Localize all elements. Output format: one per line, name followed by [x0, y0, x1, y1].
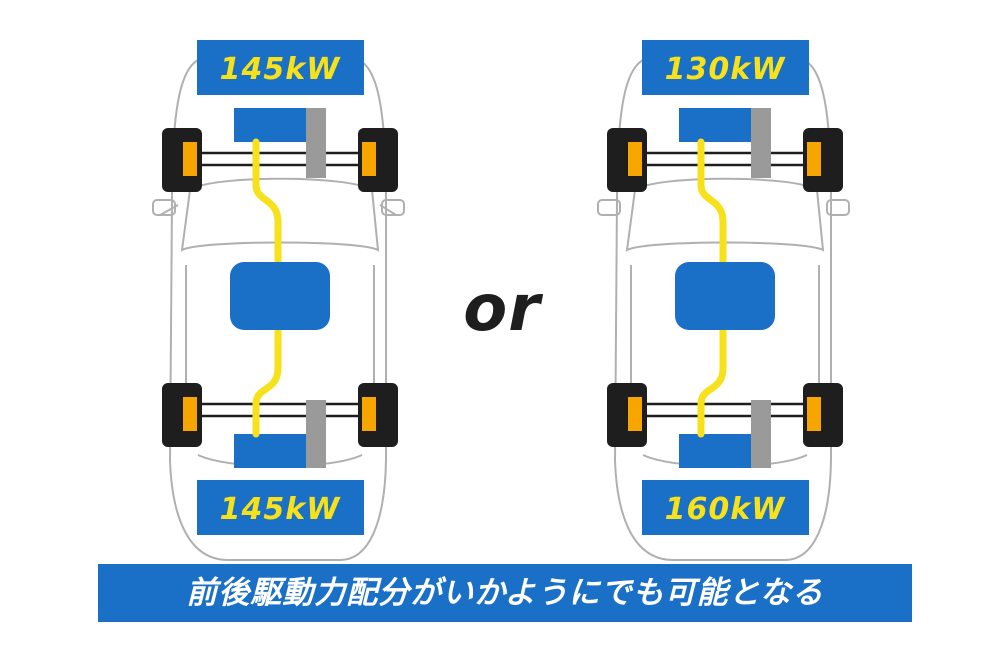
- left-rear-right-hub: [362, 397, 376, 431]
- right-front-right-hub: [807, 142, 821, 176]
- caption-text: 前後駆動力配分がいかようにでも可能となる: [186, 575, 824, 611]
- left-front-power-label: 145kW: [220, 52, 342, 87]
- left-rear-power-badge: [197, 480, 364, 535]
- left-rear-axle: [162, 383, 398, 468]
- right-rear-motor: [679, 434, 751, 468]
- right-front-motor: [679, 108, 751, 142]
- left-front-right-hub: [362, 142, 376, 176]
- right-rear-axle: [607, 383, 843, 468]
- left-battery: [230, 262, 330, 330]
- right-front-power-label: 130kW: [665, 52, 787, 87]
- left-rear-power-label: 145kW: [220, 492, 342, 527]
- left-front-left-hub: [183, 142, 197, 176]
- right-rear-power-label: 160kW: [665, 492, 787, 527]
- left-rear-left-hub: [183, 397, 197, 431]
- or-separator: or: [463, 272, 543, 346]
- left-vehicle: 145kW 145kW: [152, 40, 405, 561]
- right-rear-power-badge: [642, 480, 809, 535]
- right-front-axle: [607, 108, 843, 192]
- left-cable: [252, 138, 282, 438]
- left-front-motor: [234, 108, 306, 142]
- right-rear-right-hub: [807, 397, 821, 431]
- right-front-gearbox: [751, 108, 771, 178]
- right-rear-left-hub: [628, 397, 642, 431]
- left-front-axle: [162, 108, 398, 192]
- right-cable: [697, 138, 727, 438]
- left-front-power-badge: [197, 40, 364, 95]
- left-front-gearbox: [306, 108, 326, 178]
- caption-banner: [98, 564, 912, 622]
- right-rear-gearbox: [751, 400, 771, 468]
- left-rear-gearbox: [306, 400, 326, 468]
- right-vehicle: 130kW 160kW: [597, 40, 850, 561]
- right-front-power-badge: [642, 40, 809, 95]
- right-battery: [675, 262, 775, 330]
- right-front-left-hub: [628, 142, 642, 176]
- left-rear-motor: [234, 434, 306, 468]
